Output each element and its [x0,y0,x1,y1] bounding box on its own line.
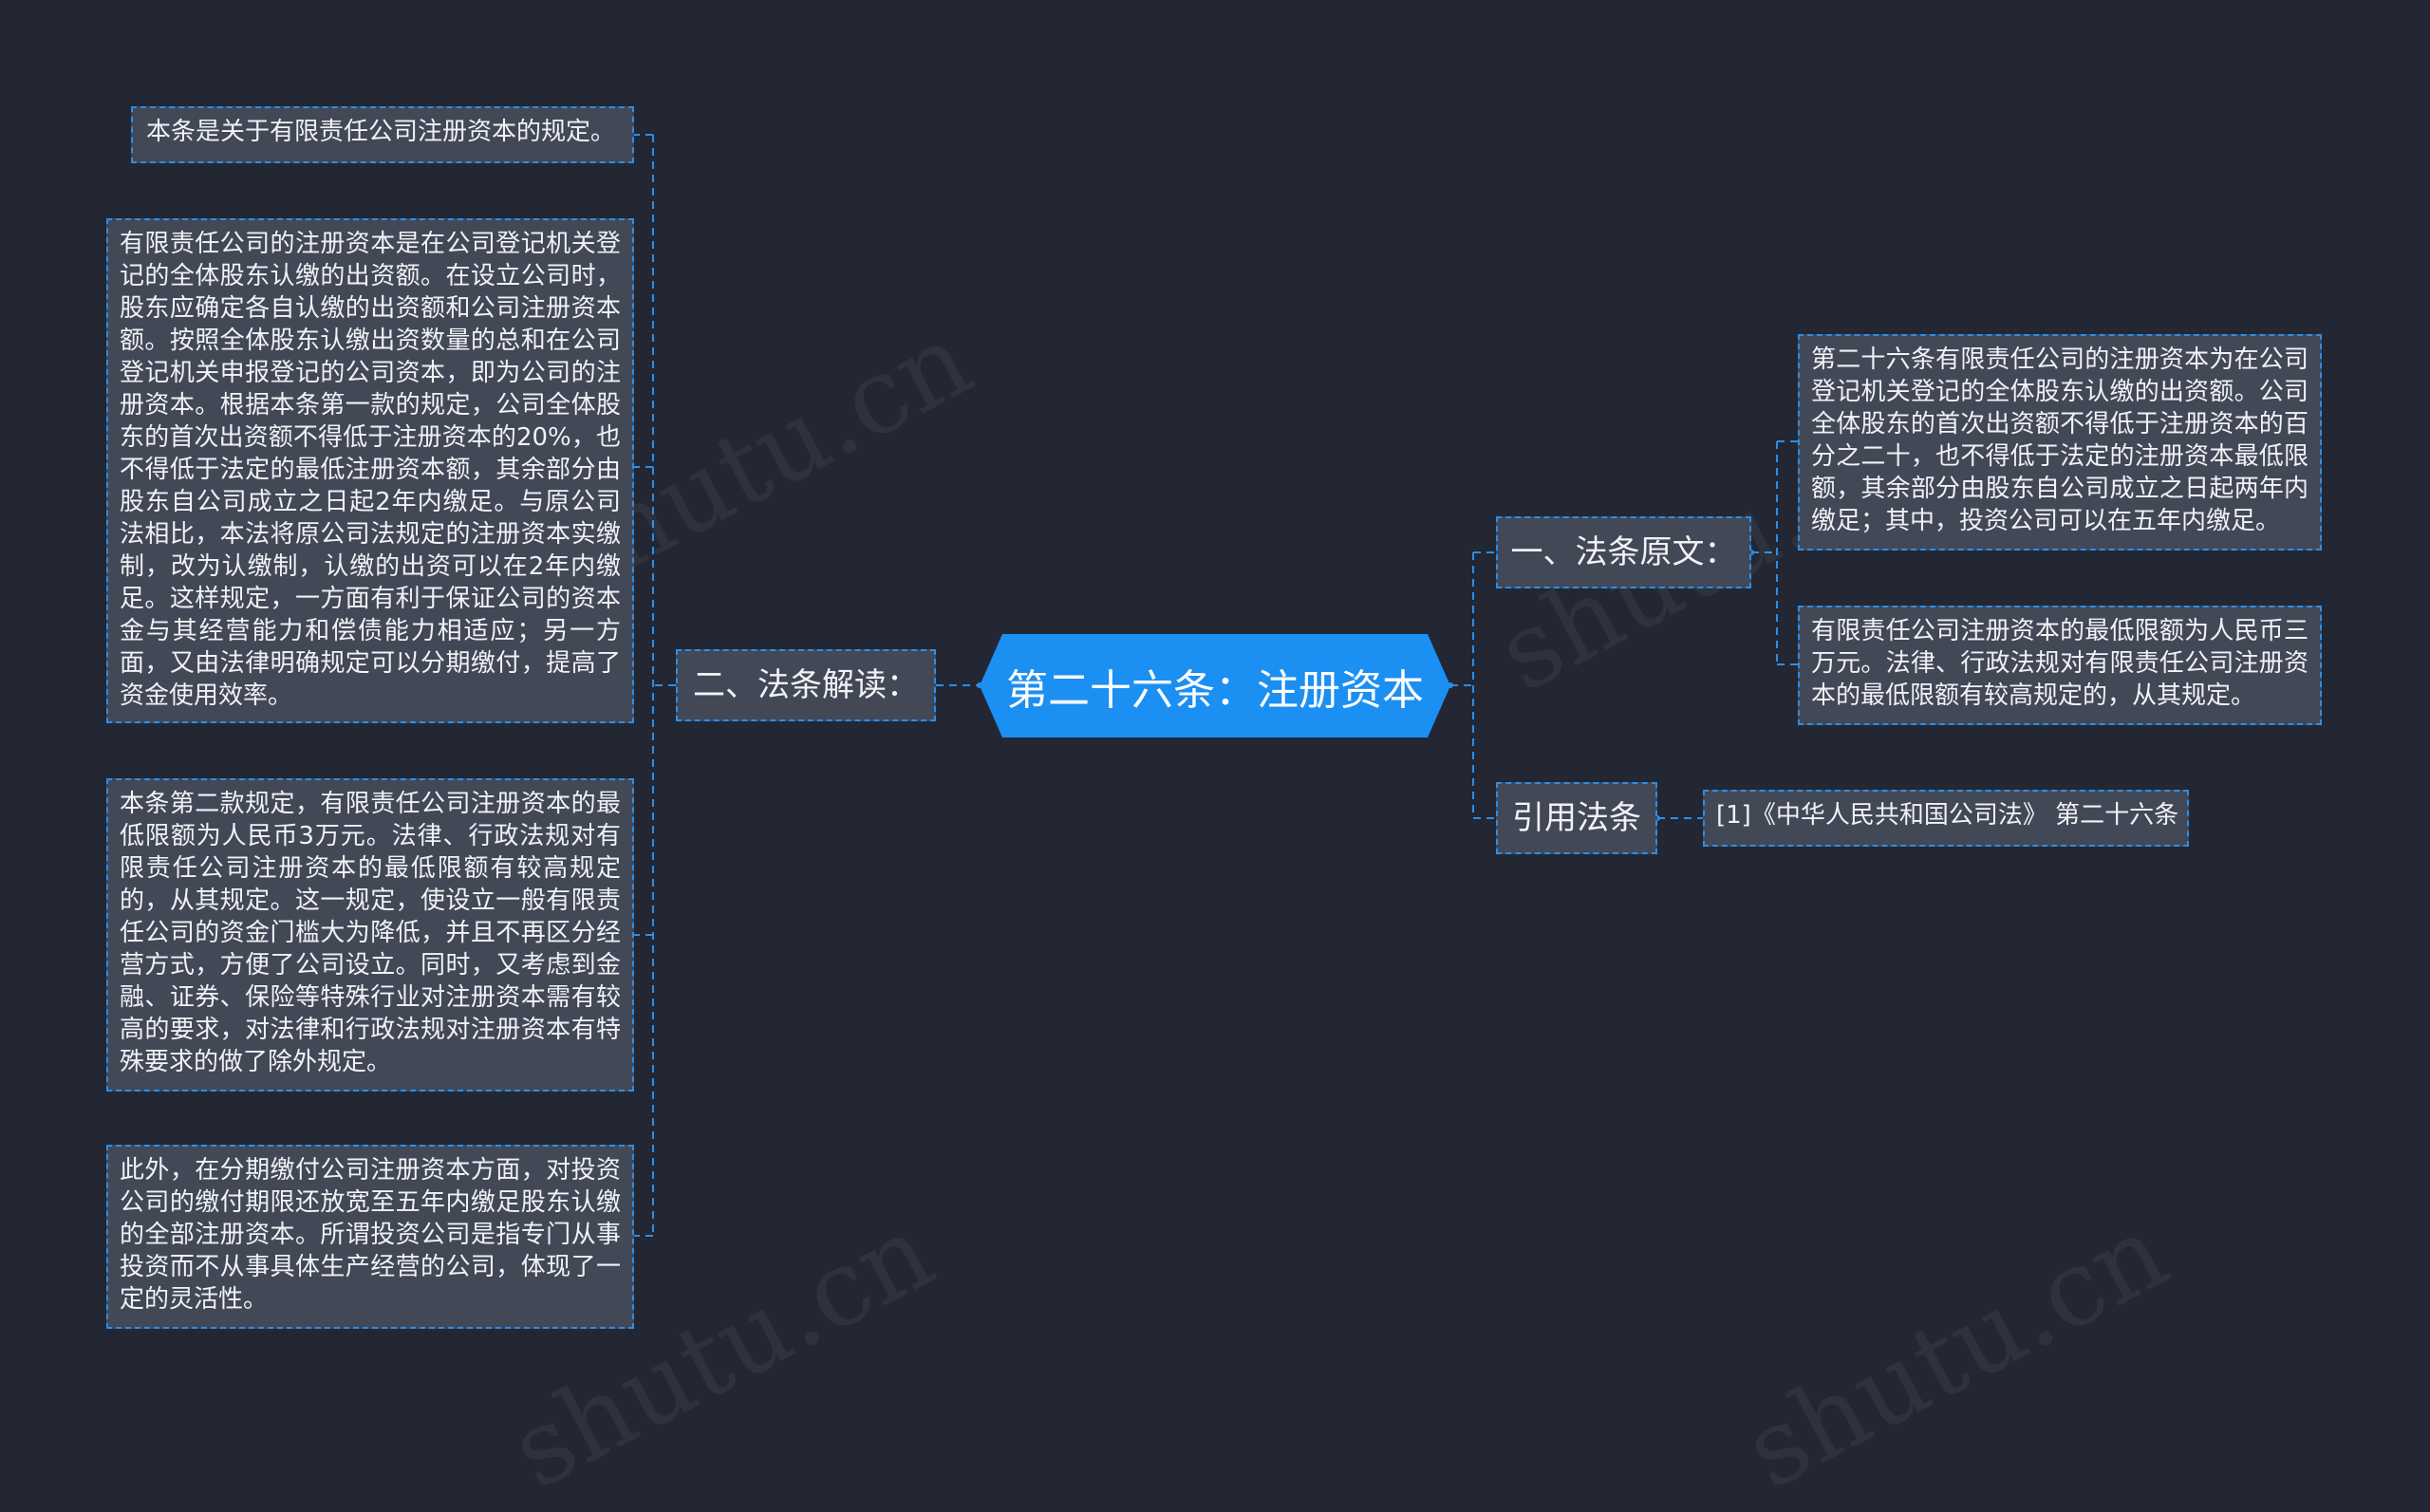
branch-interpretation[interactable]: 二、法条解读： [676,649,936,721]
branch-original-text[interactable]: 一、法条原文： [1496,516,1751,588]
interpretation-item-3[interactable]: 本条第二款规定，有限责任公司注册资本的最低限额为人民币3万元。法律、行政法规对有… [106,778,634,1092]
root-node[interactable]: 第二十六条：注册资本 [980,634,1450,737]
original-text-item-1[interactable]: 第二十六条有限责任公司的注册资本为在公司登记机关登记的全体股东认缴的出资额。公司… [1798,334,2322,551]
interpretation-item-1[interactable]: 本条是关于有限责任公司注册资本的规定。 [131,106,634,163]
original-text-item-2[interactable]: 有限责任公司注册资本的最低限额为人民币三万元。法律、行政法规对有限责任公司注册资… [1798,606,2322,725]
interpretation-item-2[interactable]: 有限责任公司的注册资本是在公司登记机关登记的全体股东认缴的出资额。在设立公司时，… [106,218,634,723]
branch-cited-law[interactable]: 引用法条 [1496,782,1657,854]
cited-law-item-1[interactable]: [1]《中华人民共和国公司法》 第二十六条 [1703,790,2189,847]
interpretation-item-4[interactable]: 此外，在分期缴付公司注册资本方面，对投资公司的缴付期限还放宽至五年内缴足股东认缴… [106,1145,634,1329]
